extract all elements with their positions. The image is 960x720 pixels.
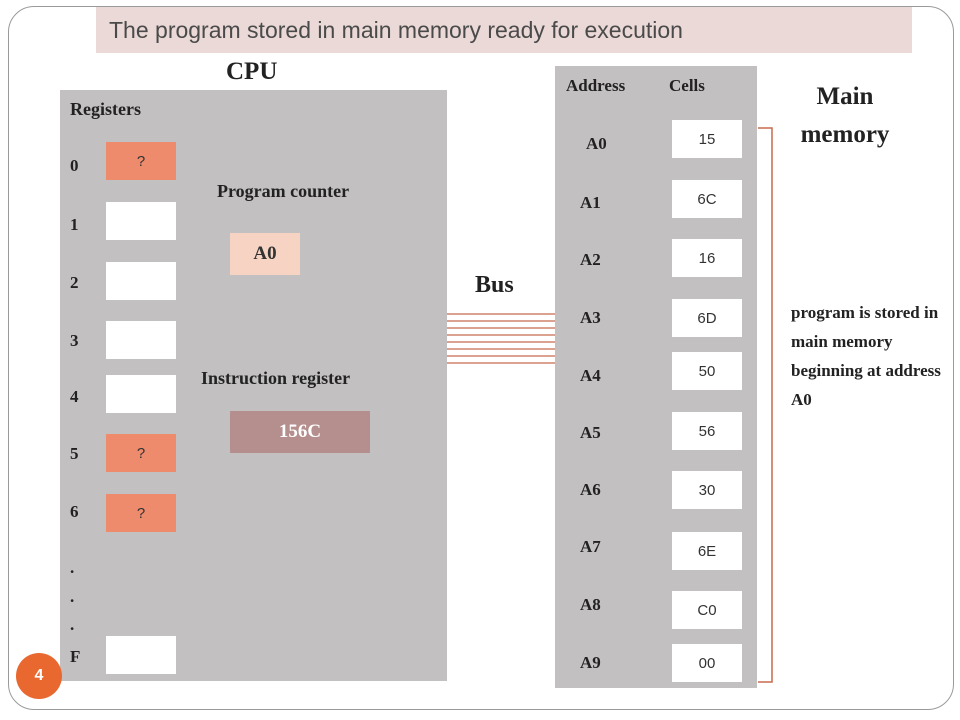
register-cell: [106, 262, 176, 300]
registers-title: Registers: [70, 99, 141, 119]
ellipsis-dot: .: [70, 558, 75, 577]
slide-title: The program stored in main memory ready …: [109, 16, 683, 43]
memory-cell: 15: [672, 120, 742, 158]
memory-cell: 56: [672, 412, 742, 450]
title-bar: The program stored in main memory ready …: [96, 7, 912, 53]
memory-address: A0: [586, 134, 607, 153]
register-cell: [106, 321, 176, 359]
slide-number: 4: [16, 653, 62, 699]
register-label: 5: [70, 444, 79, 463]
memory-cell: 30: [672, 471, 742, 509]
memory-cell: 00: [672, 644, 742, 682]
program-note: program is stored in main memory beginni…: [791, 303, 941, 409]
memory-address: A5: [580, 423, 601, 442]
ellipsis-dot: .: [70, 587, 75, 606]
memory-cell: 6E: [672, 532, 742, 570]
register-cell: ?: [106, 434, 176, 472]
memory-cell: 6D: [672, 299, 742, 337]
main-memory-title-line2: memory: [800, 121, 890, 148]
address-header: Address: [566, 76, 626, 95]
bus-label: Bus: [475, 272, 514, 298]
memory-cell: 16: [672, 239, 742, 277]
register-label: 3: [70, 331, 79, 350]
memory-address: A6: [580, 480, 601, 499]
register-label: 2: [70, 273, 79, 292]
memory-address: A4: [580, 366, 601, 385]
memory-cell: C0: [672, 591, 742, 629]
memory-address: A9: [580, 653, 601, 672]
register-label: F: [70, 647, 81, 666]
register-label: 4: [70, 387, 79, 406]
memory-address: A1: [580, 193, 601, 212]
memory-cell: 6C: [672, 180, 742, 218]
register-label: 0: [70, 156, 79, 175]
cpu-title: CPU: [226, 58, 278, 85]
register-label: 6: [70, 502, 79, 521]
memory-address: A7: [580, 537, 601, 556]
program-counter-label: Program counter: [217, 181, 350, 201]
memory-cell: 50: [672, 352, 742, 390]
program-counter-value: A0: [230, 233, 300, 275]
main-memory-title-line1: Main: [816, 83, 874, 110]
memory-address: A3: [580, 308, 601, 327]
register-cell: ?: [106, 494, 176, 532]
register-cell: [106, 636, 176, 674]
register-cell: [106, 202, 176, 240]
cells-header: Cells: [669, 76, 705, 95]
instruction-register-value: 156C: [230, 411, 370, 453]
instruction-register-label: Instruction register: [201, 368, 351, 388]
register-cell: ?: [106, 142, 176, 180]
main-memory-title: Main memory: [785, 78, 905, 154]
memory-address: A2: [580, 250, 601, 269]
memory-bracket: [758, 127, 773, 683]
register-cell: [106, 375, 176, 413]
register-label: 1: [70, 215, 79, 234]
memory-address: A8: [580, 595, 601, 614]
ellipsis-dot: .: [70, 615, 75, 634]
